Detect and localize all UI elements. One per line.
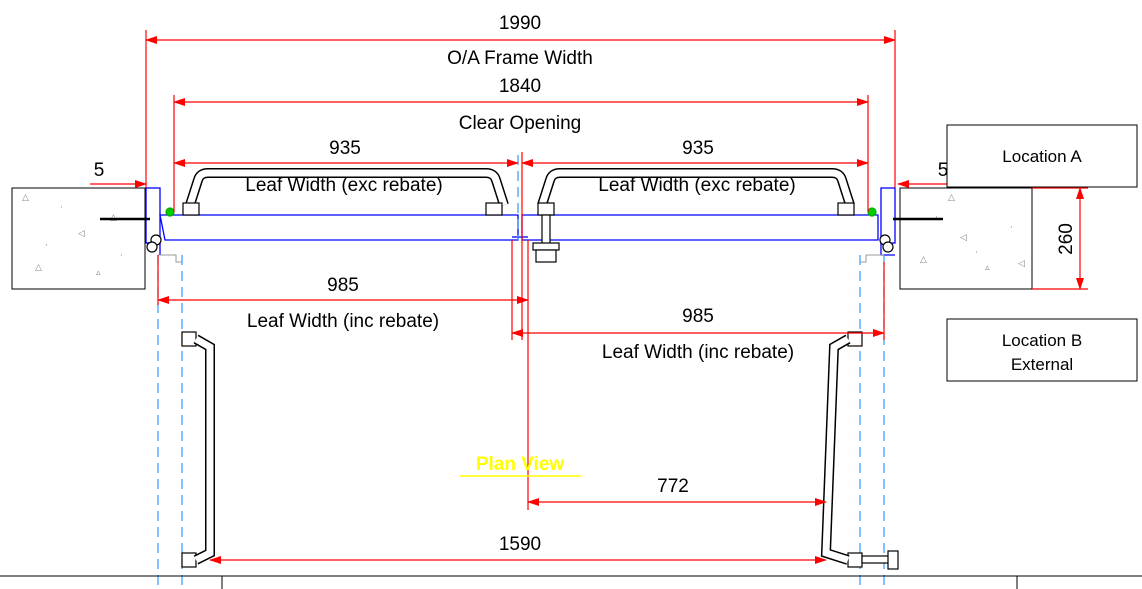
location-b-sublabel: External — [1011, 355, 1073, 374]
svg-text:◁: ◁ — [78, 229, 85, 239]
svg-text:·: · — [60, 203, 63, 213]
dim-leaf-right-inc: 985 — [682, 306, 714, 327]
svg-text:·: · — [975, 248, 978, 258]
location-b-label: Location B — [1002, 331, 1082, 350]
dim-gap-right: 5 — [938, 160, 949, 181]
handle-right-elevation — [820, 331, 899, 570]
location-b-box: Location B External — [946, 318, 1138, 382]
right-wall: △◁△ ▵·◁ ·· — [899, 187, 1033, 290]
dim-leaf-left-inc-label: Leaf Width (inc rebate) — [247, 311, 439, 332]
dim-frame-width: 1990 — [499, 13, 541, 34]
svg-text:◁: ◁ — [960, 233, 967, 243]
svg-text:·: · — [120, 251, 123, 261]
dim-leaf-right-exc: 935 — [682, 138, 714, 159]
dim-depth: 260 — [1056, 223, 1077, 255]
svg-text:△: △ — [22, 193, 29, 203]
svg-text:▵: ▵ — [985, 263, 990, 273]
bottom-line — [0, 575, 1142, 589]
svg-text:▵: ▵ — [96, 268, 101, 278]
location-a-box: Location A — [946, 124, 1138, 188]
dim-clear-opening: 1840 — [499, 76, 541, 97]
dim-handle-offset: 772 — [657, 476, 689, 497]
dim-handle-span: 1590 — [499, 534, 541, 555]
dim-frame-width-label: O/A Frame Width — [447, 48, 593, 69]
svg-text:◁: ◁ — [1018, 259, 1025, 269]
dim-leaf-right-exc-label: Leaf Width (exc rebate) — [598, 175, 795, 196]
svg-text:△: △ — [948, 193, 955, 203]
location-a-label: Location A — [1002, 147, 1082, 166]
dim-gap-left: 5 — [94, 160, 105, 181]
dim-leaf-left-inc: 985 — [327, 275, 359, 296]
dim-leaf-left-exc-label: Leaf Width (exc rebate) — [245, 175, 442, 196]
svg-text:△: △ — [35, 263, 42, 273]
door-frame — [145, 187, 896, 256]
hidden-lines — [157, 155, 885, 589]
frame-stubs — [158, 254, 884, 263]
left-wall: △◁△ ▵·△ ·· — [11, 187, 146, 290]
dim-clear-opening-label: Clear Opening — [459, 113, 582, 134]
dimension-lines — [90, 30, 1088, 564]
svg-text:△: △ — [920, 255, 927, 265]
frame-fixings — [100, 207, 943, 253]
handle-left-top — [182, 168, 509, 216]
svg-text:·: · — [1010, 223, 1013, 233]
svg-text:·: · — [45, 241, 48, 251]
handle-left-elevation — [181, 331, 215, 568]
dim-leaf-left-exc: 935 — [329, 138, 361, 159]
dim-leaf-right-inc-label: Leaf Width (inc rebate) — [602, 342, 794, 363]
handle-right-top — [532, 168, 855, 263]
plan-view-title: Plan View — [476, 454, 565, 475]
